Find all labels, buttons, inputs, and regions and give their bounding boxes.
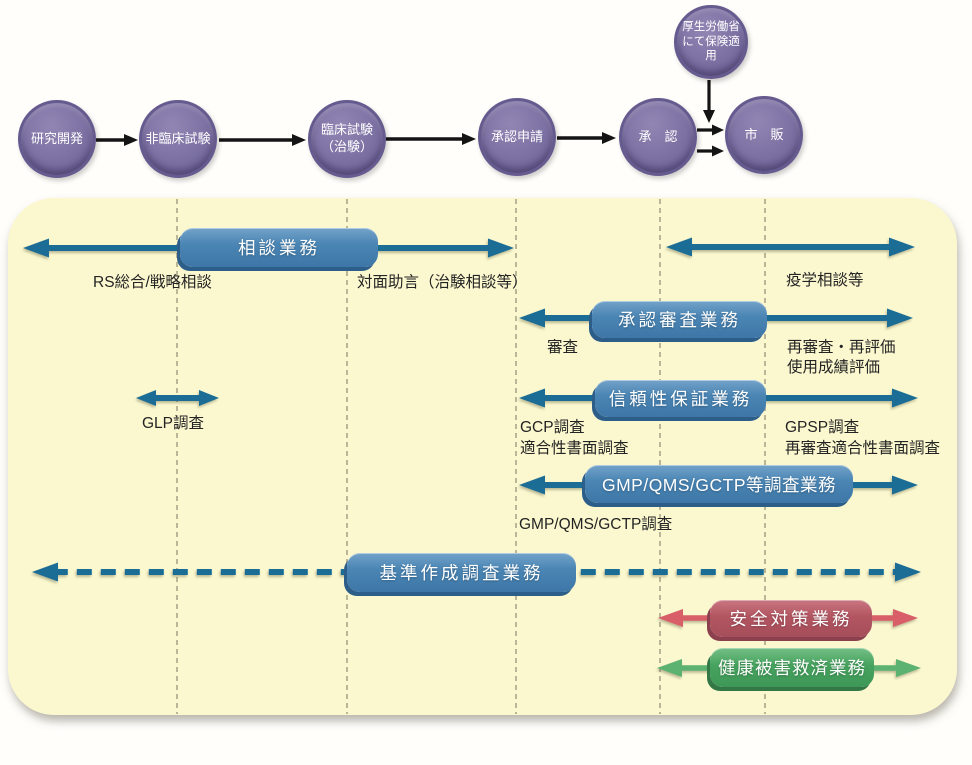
arrow-application-to-approval <box>557 132 616 144</box>
pill-consultation-services: 相談業務 <box>180 228 378 267</box>
label-review: 審査 <box>547 339 579 356</box>
flow-step-label: 厚生労働省 <box>682 20 740 33</box>
flow-step-clinical: 臨床試験 （治験） <box>308 100 386 178</box>
flow-step-label: 研究開発 <box>30 130 83 146</box>
pill-approval-review-services: 承認審査業務 <box>592 301 767 338</box>
pill-reliability-assurance-services: 信頼性保証業務 <box>595 380 766 417</box>
flow-step-label: にて保険適用 <box>682 35 740 63</box>
pill-health-damage-relief-services: 健康被害救済業務 <box>710 648 874 687</box>
label-conformity-document-inspection: 適合性書面調査 <box>520 440 629 457</box>
label-reexamination-reevaluation: 再審査・再評価 <box>787 339 896 356</box>
flow-step-label: 市 販 <box>744 126 784 142</box>
flow-step-label: （治験） <box>320 139 373 154</box>
label-gpsp-inspection: GPSP調査 <box>785 419 860 436</box>
label-face-to-face-advice: 対面助言（治験相談等） <box>357 274 528 291</box>
arrow-approval-to-market-lower <box>697 145 724 157</box>
pill-standards-development-services: 基準作成調査業務 <box>347 553 576 592</box>
arrow-mhlw-down <box>703 80 715 123</box>
label-gmp-qms-gctp-inspection: GMP/QMS/GCTP調査 <box>519 516 673 533</box>
label-use-results-evaluation: 使用成績評価 <box>787 359 881 376</box>
label-reexamination-conformity-inspection: 再審査適合性書面調査 <box>785 440 941 457</box>
label-glp-inspection: GLP調査 <box>142 415 205 432</box>
flow-step-label: 承 認 <box>638 128 678 144</box>
flow-step-approval: 承 認 <box>619 98 697 176</box>
flow-step-application: 承認申請 <box>478 98 556 176</box>
flow-step-label: 非臨床試験 <box>145 130 211 146</box>
label-rs-strategy-consultation: RS総合/戦略相談 <box>93 274 212 291</box>
flow-step-marketing: 市 販 <box>725 96 803 174</box>
arrow-clinical-to-application <box>386 133 476 145</box>
arrow-approval-to-market-upper <box>697 124 724 136</box>
flow-step-mhlw-insurance: 厚生労働省 にて保険適用 <box>674 5 748 79</box>
arrow-research-to-nonclinical <box>96 134 138 146</box>
flow-step-label: 臨床試験 <box>320 122 373 138</box>
label-epidemiology-consultation: 疫学相談等 <box>786 272 864 289</box>
pill-safety-measures-services: 安全対策業務 <box>710 600 872 637</box>
label-gcp-inspection: GCP調査 <box>520 419 585 436</box>
flow-step-label: 承認申請 <box>490 128 543 144</box>
flow-step-research: 研究開発 <box>18 100 96 178</box>
flow-step-nonclinical: 非臨床試験 <box>139 100 217 178</box>
pill-gmp-qms-gctp-inspection-services: GMP/QMS/GCTP等調査業務 <box>585 465 853 503</box>
arrow-nonclinical-to-clinical <box>219 134 306 146</box>
